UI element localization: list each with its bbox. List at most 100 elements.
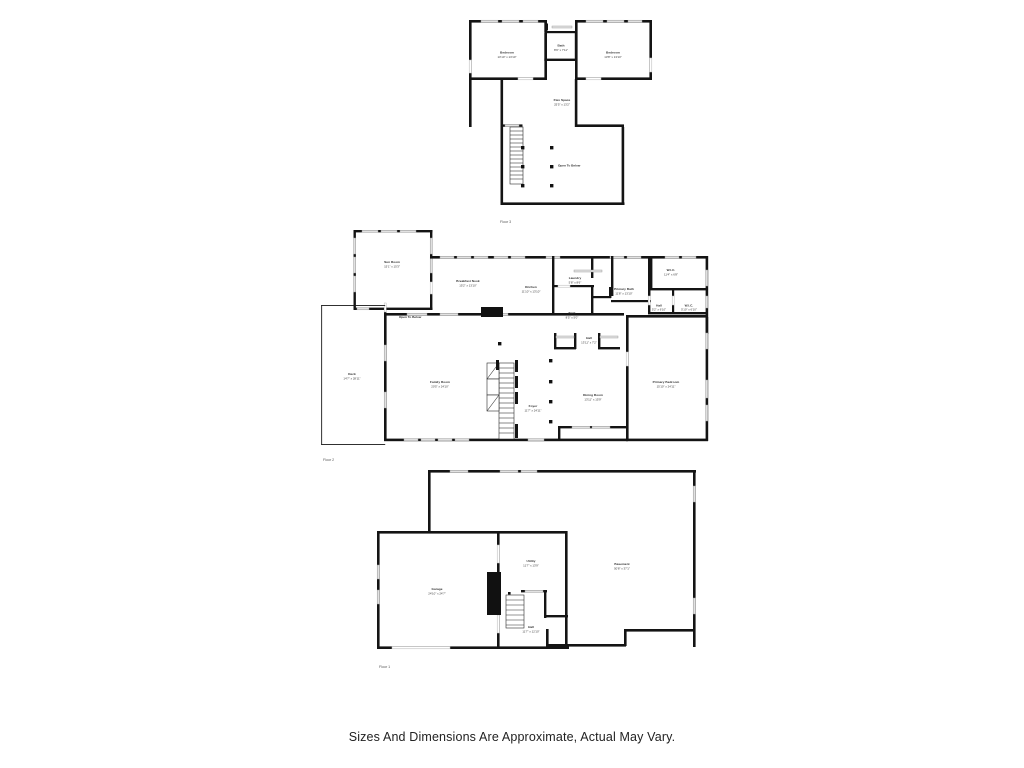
garage-door xyxy=(391,646,451,650)
room-label: Hall xyxy=(656,304,662,308)
stair-post xyxy=(515,376,518,388)
room-dimension: 11'4" x 6'8" xyxy=(664,272,678,276)
floor3-bath-nib xyxy=(546,23,548,31)
column xyxy=(508,592,511,595)
floor1-wall-garage-south xyxy=(377,646,569,649)
window xyxy=(493,256,509,259)
floor3-flex-wall-far-west xyxy=(469,79,472,127)
room-dimension: 5'2" x 6'10" xyxy=(652,307,666,311)
window xyxy=(609,256,625,259)
floor1-garage-fill xyxy=(379,533,499,647)
door-opening xyxy=(496,544,500,564)
window xyxy=(356,307,370,311)
floor2-hall-wall-d xyxy=(598,333,601,349)
room-dimension: 15'1" x 15'3" xyxy=(384,264,400,268)
window xyxy=(376,564,380,580)
window xyxy=(456,256,472,259)
window xyxy=(692,485,696,503)
closet-open xyxy=(486,378,500,396)
open-to-below-label: Open To Below xyxy=(558,164,581,168)
window xyxy=(454,438,470,442)
floor1-wall-north xyxy=(428,470,696,473)
room-label: Laundry xyxy=(569,276,582,280)
window xyxy=(571,426,591,429)
room-dimension: 20'5" x 24'10" xyxy=(431,384,448,388)
floor2-wall-north xyxy=(430,256,708,259)
window xyxy=(524,590,544,593)
window xyxy=(705,295,709,309)
window xyxy=(551,25,573,29)
floor-1-group: Garage 24'10" x 24'7" Utility 11'7" x 13… xyxy=(376,470,696,669)
window xyxy=(437,438,453,442)
floor1-wall-south-c xyxy=(546,629,549,647)
room-dimension: 13'11" x 7'2" xyxy=(581,340,597,344)
door-opening xyxy=(671,295,675,306)
floor2-primarybed-wall-west xyxy=(626,315,629,441)
floor3-bedroom-right-fill xyxy=(577,22,650,80)
window xyxy=(705,379,709,399)
window xyxy=(380,230,398,233)
window xyxy=(504,124,520,127)
column xyxy=(550,184,554,188)
room-dimension: 11'7" x 12'10" xyxy=(522,629,539,633)
window xyxy=(555,335,575,339)
column xyxy=(549,420,553,424)
window xyxy=(406,313,428,316)
window xyxy=(353,256,356,274)
floor3-bath-wall-west-upper xyxy=(544,20,547,32)
room-dimension: 11'7" x 24'11" xyxy=(524,408,541,412)
window xyxy=(522,19,539,23)
window xyxy=(353,275,356,293)
window xyxy=(429,237,433,255)
floor1-staircase xyxy=(505,594,525,629)
column xyxy=(549,380,553,384)
room-label: Sun Room xyxy=(384,260,400,264)
room-dimension: 13'11" x 15'9" xyxy=(584,397,601,401)
room-label: Hall xyxy=(528,625,534,629)
floor1-wall-garage-north xyxy=(377,531,567,534)
room-label: Bedroom xyxy=(606,51,620,55)
room-dimension: 14'7" x 28'11" xyxy=(343,376,360,380)
open-to-below-label: Open To Below xyxy=(399,315,422,319)
floor3-flexspace-fill xyxy=(502,82,622,124)
column xyxy=(550,165,554,169)
stair-post xyxy=(515,360,518,372)
floor2-hall-wall-c xyxy=(574,333,577,349)
floor2-main-fill xyxy=(386,258,706,438)
floor2-laundry-wall-east xyxy=(591,256,594,278)
window xyxy=(599,335,619,339)
room-label: Bedroom xyxy=(500,51,514,55)
window xyxy=(692,597,696,615)
room-label: W.I.C. xyxy=(667,268,676,272)
window xyxy=(383,344,387,362)
room-dimension: 8'5" x 5'0" xyxy=(566,315,579,319)
kitchen-island xyxy=(481,307,503,317)
room-label: Foyer xyxy=(529,404,538,408)
room-dimension: 24'10" x 24'7" xyxy=(428,591,445,595)
floor-2-group: Sun Room 15'1" x 15'3" Breakfast Nook 15… xyxy=(321,230,709,462)
floor3-flex-wall-east-lower xyxy=(621,127,625,205)
window xyxy=(664,256,680,259)
room-label: Dining Room xyxy=(583,393,603,397)
floor2-primarybath-wall-west xyxy=(611,256,614,296)
room-dimension: 5'8" x 8'6" xyxy=(569,280,582,284)
floor2-hall-wall-a xyxy=(554,333,557,349)
floor2-primarybath-wall-east xyxy=(648,256,651,302)
door-opening xyxy=(517,77,534,81)
window xyxy=(510,256,526,259)
floor1-hall-wall-jog-h2 xyxy=(544,615,568,618)
room-label: Garage xyxy=(432,587,443,591)
door-opening xyxy=(468,59,472,74)
room-dimension: 13'10" x 13'10" xyxy=(497,55,516,59)
laundry-counter xyxy=(573,269,603,273)
stair-run xyxy=(509,126,524,185)
window xyxy=(499,470,519,473)
floor2-deck-edge-west xyxy=(321,305,323,445)
window xyxy=(681,256,697,259)
room-label: Breakfast Nook xyxy=(456,279,480,283)
floor2-wall-east-lower xyxy=(705,317,709,441)
floor-label-1: Floor 1 xyxy=(379,665,390,669)
floor2-primarybed-wall-south xyxy=(626,438,708,442)
